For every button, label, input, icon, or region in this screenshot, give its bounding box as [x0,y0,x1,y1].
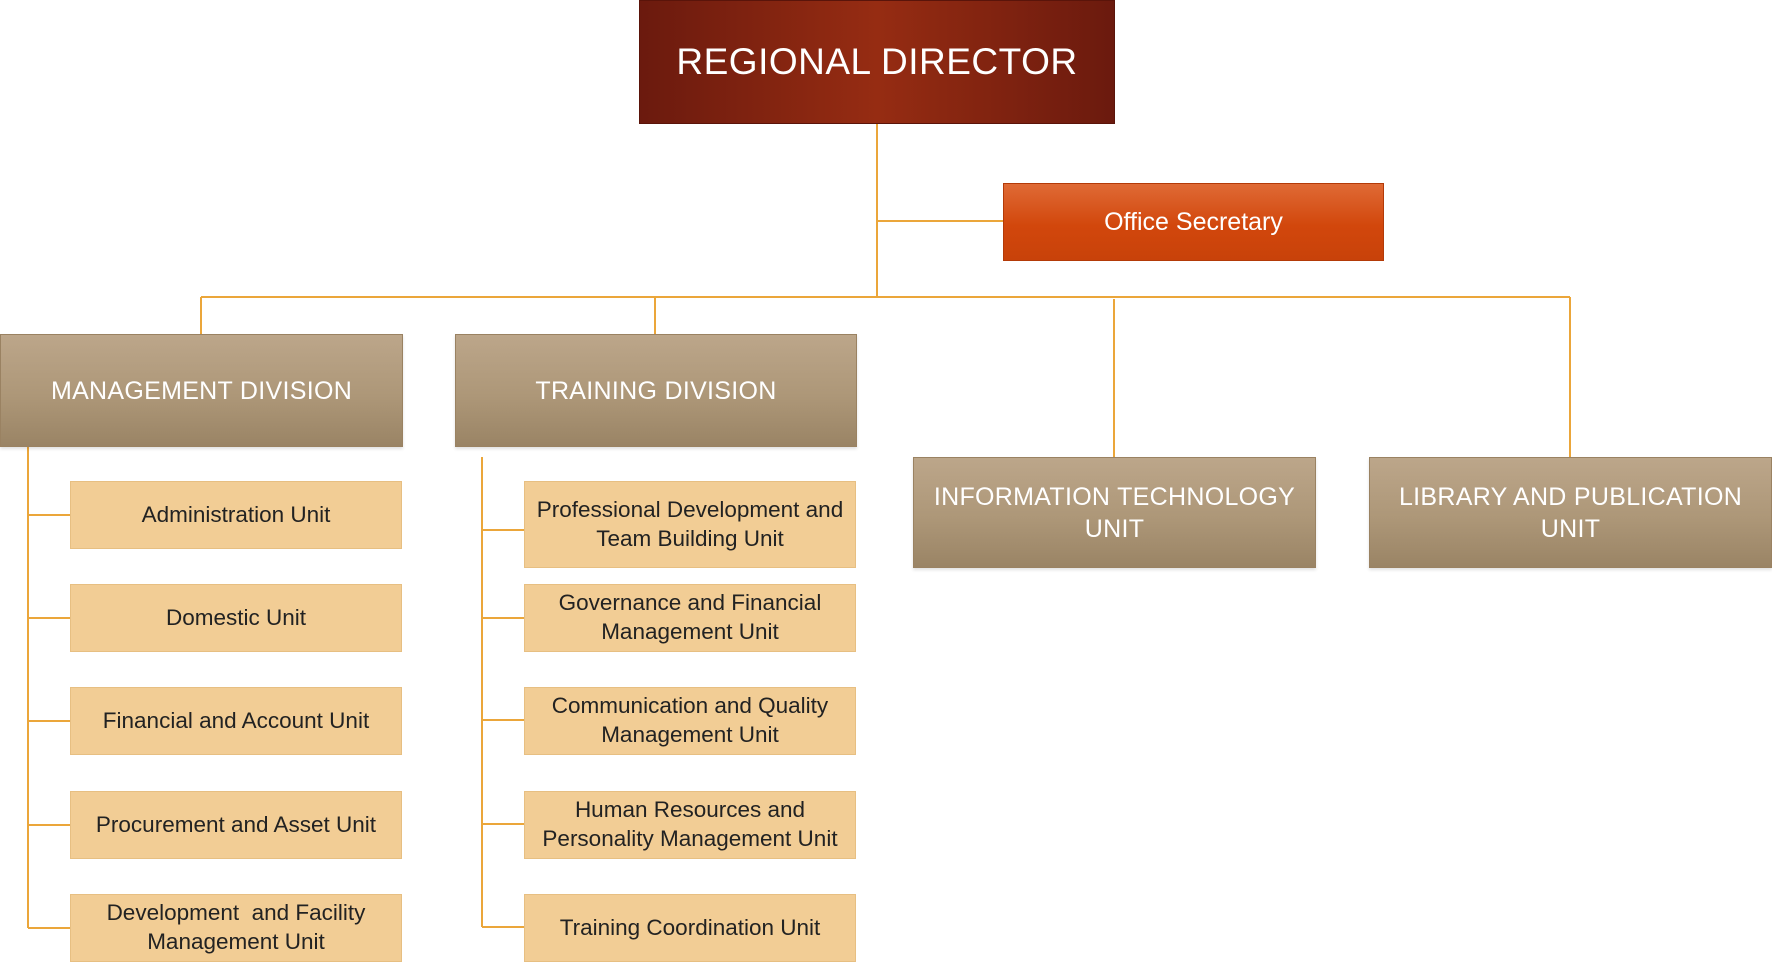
it-unit-box: INFORMATION TECHNOLOGY UNIT [913,457,1316,568]
office-secretary-box: Office Secretary [1003,183,1384,261]
training-unit-box: Communication and Quality Management Uni… [524,687,856,755]
training-division-box: TRAINING DIVISION [455,334,857,447]
unit-label: Procurement and Asset Unit [95,811,377,837]
management-unit-box: Development and Facility Management Unit [70,894,402,962]
regional-director-box: REGIONAL DIRECTOR [639,0,1115,124]
training-unit-box: Governance and Financial Management Unit [524,584,856,652]
management-division-box: MANAGEMENT DIVISION [0,334,403,447]
training-unit-box: Training Coordination Unit [524,894,856,962]
it-unit-label: INFORMATION TECHNOLOGY UNIT [933,482,1296,543]
training-unit-box: Professional Development and Team Buildi… [524,481,856,568]
unit-label: Human Resources and Personality Manageme… [542,797,838,851]
management-unit-box: Domestic Unit [70,584,402,652]
training-unit-box: Human Resources and Personality Manageme… [524,791,856,859]
unit-label: Training Coordination Unit [559,914,821,940]
unit-label: Professional Development and Team Buildi… [536,496,844,551]
management-division-label: MANAGEMENT DIVISION [50,376,353,405]
office-secretary-label: Office Secretary [1104,208,1283,236]
management-unit-box: Administration Unit [70,481,402,549]
unit-label: Governance and Financial Management Unit [558,590,822,644]
management-unit-box: Procurement and Asset Unit [70,791,402,859]
unit-label: Financial and Account Unit [102,707,370,733]
unit-label: Development and Facility Management Unit [106,900,372,954]
training-division-label: TRAINING DIVISION [535,376,777,405]
regional-director-label: REGIONAL DIRECTOR [676,41,1078,83]
unit-label: Domestic Unit [165,604,307,630]
library-unit-label: LIBRARY AND PUBLICATION UNIT [1398,482,1743,543]
library-unit-box: LIBRARY AND PUBLICATION UNIT [1369,457,1772,568]
unit-label: Administration Unit [141,501,331,527]
unit-label: Communication and Quality Management Uni… [551,693,829,747]
management-unit-box: Financial and Account Unit [70,687,402,755]
